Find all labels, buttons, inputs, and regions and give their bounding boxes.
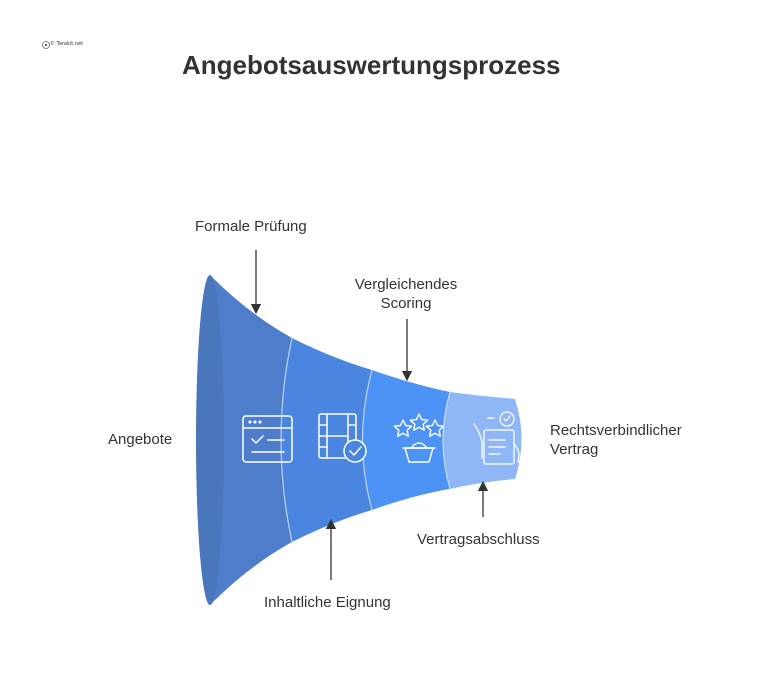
- logo-mark: [42, 41, 50, 49]
- output-label: Rechtsverbindlicher Vertrag: [550, 421, 682, 459]
- stage-label-formale-pruefung: Formale Prüfung: [195, 218, 307, 235]
- film-check-icon: [318, 413, 367, 463]
- signed-document-icon: [473, 411, 520, 465]
- stage-label-scoring: Vergleichendes Scoring: [351, 275, 461, 313]
- funnel-mouth: [196, 275, 224, 605]
- logo-text: © Tarakit.net: [50, 41, 84, 47]
- stage-label-scoring-line2: Scoring: [380, 295, 432, 312]
- stage-label-inhaltliche-eignung: Inhaltliche Eignung: [264, 594, 391, 611]
- stage-label-vertragsabschluss: Vertragsabschluss: [417, 531, 540, 548]
- funnel-stage-1: [210, 275, 292, 605]
- stage-label-scoring-line1: Vergleichendes: [354, 276, 458, 293]
- stage-divider: [361, 369, 373, 511]
- stage-divider: [442, 391, 451, 490]
- funnel-stage-3: [362, 370, 450, 510]
- star-basket-icon: [393, 413, 445, 463]
- input-label: Angebote: [108, 431, 173, 448]
- page-title: Angebotsauswertungsprozess: [182, 50, 561, 80]
- browser-checklist-icon: [242, 415, 293, 463]
- output-label-line2: Vertrag: [550, 441, 599, 458]
- output-label-line1: Rechtsverbindlicher: [550, 422, 682, 439]
